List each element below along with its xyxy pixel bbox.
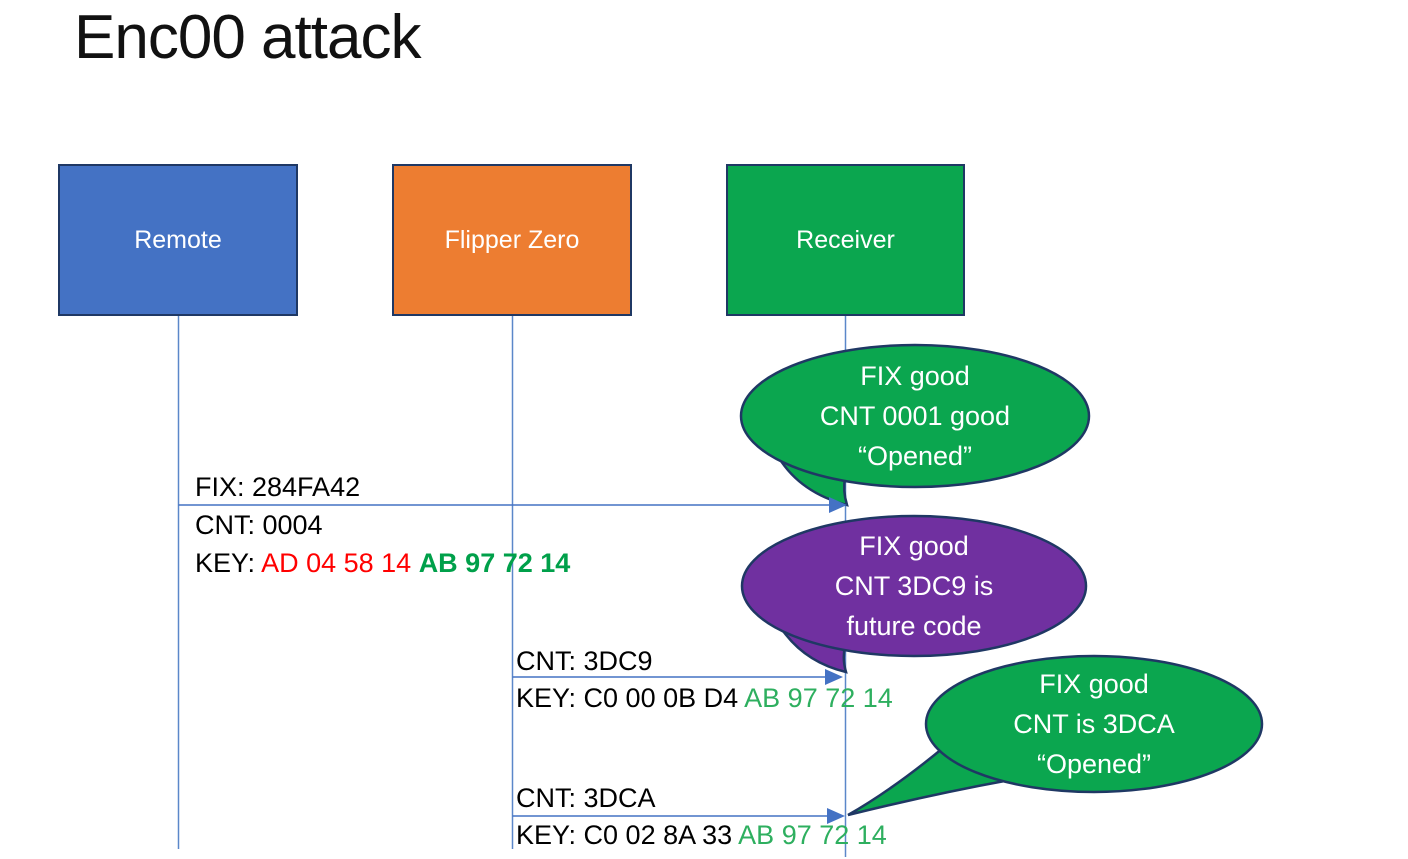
bubble-1-line-3: “Opened”: [857, 441, 973, 471]
arrowhead-3-icon: [827, 808, 845, 824]
arrowhead-1-icon: [829, 497, 847, 513]
bubble-2-line-1: FIX good: [859, 531, 969, 561]
message-1-fix: FIX: 284FA42: [195, 472, 361, 502]
bubble-1-line-1: FIX good: [860, 361, 970, 391]
speech-bubble-3: [924, 654, 1264, 794]
message-1-labels: FIX: 284FA42 CNT: 0004 KEY: AD 04 58 14 …: [195, 468, 570, 582]
actor-box-remote: Remote: [58, 164, 298, 316]
message-2-key-fixed: AB 97 72 14: [744, 683, 893, 713]
speech-bubble-3-text: FIX good CNT is 3DCA “Opened”: [919, 664, 1269, 784]
actor-label-receiver: Receiver: [796, 225, 895, 254]
bubble-2-line-2: CNT 3DC9 is: [834, 571, 994, 601]
actor-box-receiver: Receiver: [726, 164, 965, 316]
message-3-cnt: CNT: 3DCA: [516, 783, 656, 813]
message-2-key-prefix: KEY: C0 00 0B D4: [516, 683, 745, 713]
actor-label-remote: Remote: [134, 225, 222, 254]
bubble-3-line-2: CNT is 3DCA: [1013, 709, 1175, 739]
bubble-2-line-3: future code: [846, 611, 982, 641]
message-1-key: KEY: AD 04 58 14 AB 97 72 14: [195, 544, 570, 582]
actor-box-flipper-zero: Flipper Zero: [392, 164, 632, 316]
message-2-key: KEY: C0 00 0B D4 AB 97 72 14: [516, 680, 893, 717]
message-3-key: KEY: C0 02 8A 33 AB 97 72 14: [516, 817, 887, 854]
speech-bubble-2-text: FIX good CNT 3DC9 is future code: [739, 526, 1089, 646]
message-1-key-prefix: KEY:: [195, 548, 262, 578]
message-3-labels: CNT: 3DCA KEY: C0 02 8A 33 AB 97 72 14: [516, 780, 887, 854]
message-2-labels: CNT: 3DC9 KEY: C0 00 0B D4 AB 97 72 14: [516, 643, 893, 717]
message-1-cnt: CNT: 0004: [195, 510, 323, 540]
message-3-key-fixed: AB 97 72 14: [738, 820, 887, 850]
speech-bubble-2: [740, 514, 1088, 658]
bubble-3-line-1: FIX good: [1039, 669, 1149, 699]
message-1-key-fixed: AB 97 72 14: [418, 548, 571, 578]
message-2-cnt: CNT: 3DC9: [516, 646, 653, 676]
bubble-3-line-3: “Opened”: [1036, 749, 1152, 779]
speech-bubble-1-text: FIX good CNT 0001 good “Opened”: [740, 356, 1090, 476]
speech-bubble-1: [739, 343, 1091, 489]
arrowhead-2-icon: [825, 669, 843, 685]
actor-label-flipper-zero: Flipper Zero: [444, 225, 580, 254]
message-3-key-prefix: KEY: C0 02 8A 33: [516, 820, 739, 850]
message-1-key-cracked: AD 04 58 14: [261, 548, 419, 578]
bubble-1-line-2: CNT 0001 good: [819, 401, 1011, 431]
slide-title: Enc00 attack: [74, 3, 421, 72]
